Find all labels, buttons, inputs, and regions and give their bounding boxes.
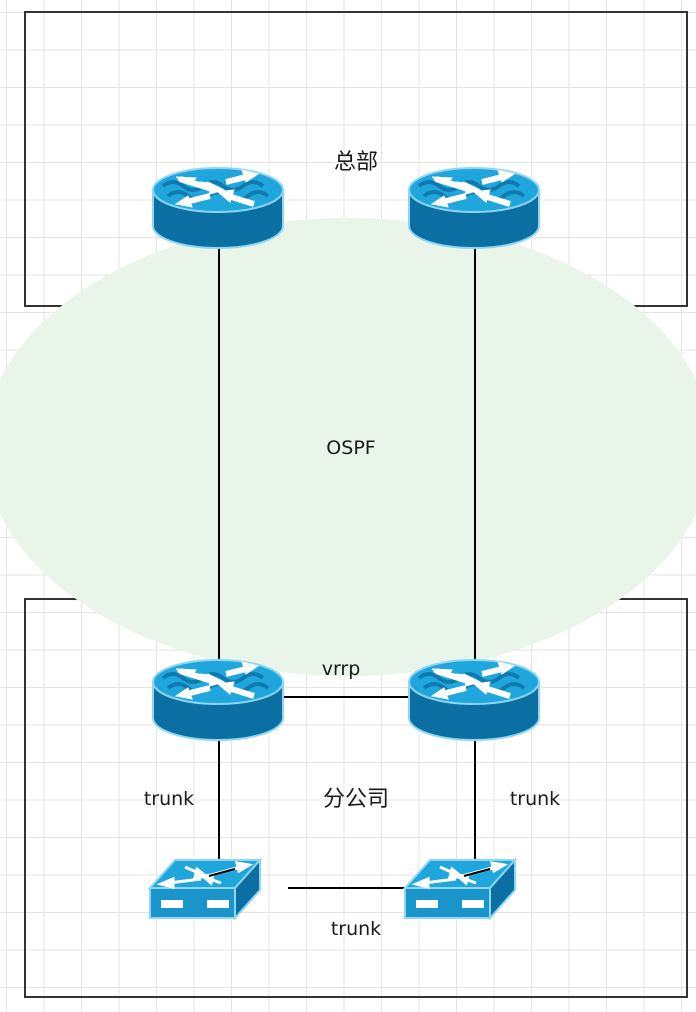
branch-switch-right[interactable] [403,858,517,920]
trunk-label-right: trunk [510,788,560,810]
ospf-label: OSPF [326,437,375,459]
router-icon [153,168,283,248]
branch-router-right[interactable] [409,660,539,740]
branch-switch-left[interactable] [148,858,262,920]
hq-router-right[interactable] [409,168,539,248]
branch-label: 分公司 [323,787,389,812]
branch-router-left[interactable] [153,660,283,740]
hq-router-left[interactable] [153,168,283,248]
switch-icon [403,858,517,920]
headquarters-label: 总部 [334,150,378,175]
vrrp-label: vrrp [322,658,361,680]
switch-icon [148,858,262,920]
trunk-label-left: trunk [144,788,194,810]
ospf-area [0,218,696,676]
router-icon [409,660,539,740]
router-icon [153,660,283,740]
router-icon [409,168,539,248]
trunk-label-bottom: trunk [331,918,381,940]
